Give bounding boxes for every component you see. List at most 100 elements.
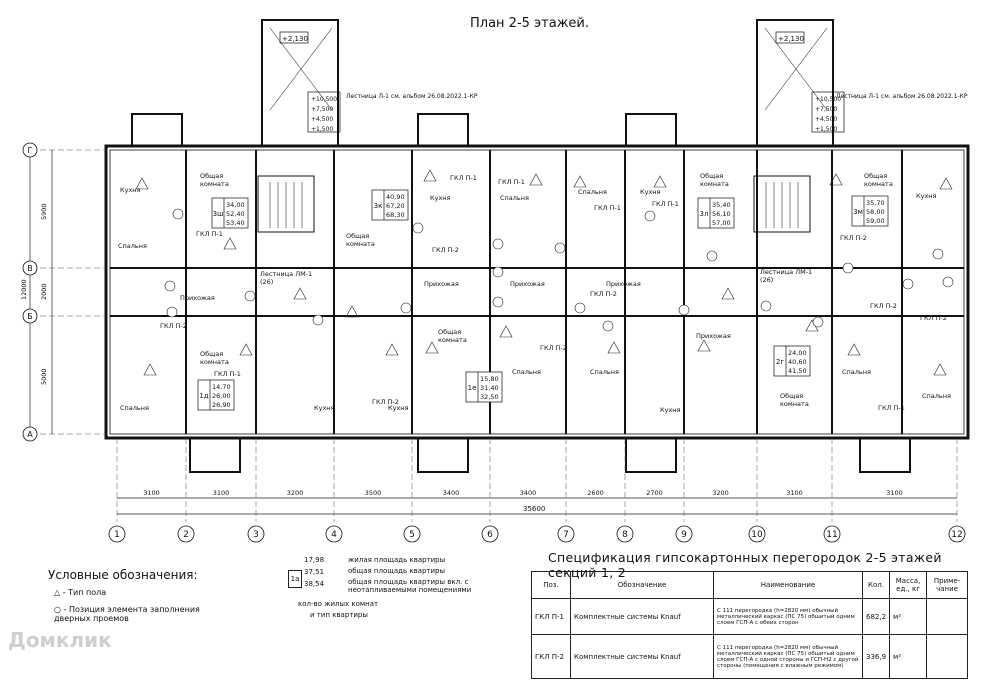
level-left-1: +10,500 [311,96,337,103]
svg-text:40,60: 40,60 [788,358,807,366]
level-right-3: +4,500 [815,116,837,123]
level-left-4: +1,500 [311,126,333,133]
room-label: ГКЛ П-1 [214,370,241,378]
spec-table: Поз. Обозначение Наименование Кол. Масса… [531,571,969,679]
legend-floor-type: △ - Тип пола [54,588,106,597]
svg-text:2г: 2г [776,358,784,366]
axis-bubble [108,525,126,543]
svg-text:ГКЛ П-1: ГКЛ П-1 [652,200,679,208]
axis-bubble [403,525,421,543]
watermark: Домклик [8,628,112,652]
svg-text:Прихожая: Прихожая [696,332,731,340]
door-position-marker [902,278,914,290]
door-position-marker [706,250,718,262]
axis-bubble [325,525,343,543]
room-label: Лестница ЛМ-1(26) [260,270,312,286]
floor-type-marker [607,341,621,354]
spec-name: С 111 перегородка (h=2820 мм) обычный ме… [713,598,863,635]
stair-note-left: Лестница Л-1 см. альбом 26.08.2022.1-КР [346,93,478,100]
flat-key-note-5: и тип квартиры [310,611,368,619]
floor-type-marker [653,175,667,188]
svg-text:67,20: 67,20 [386,202,405,210]
vdim-total: 12000 [20,279,28,300]
axis-letter: Г [28,146,33,155]
svg-text:комната: комната [346,240,375,248]
flat-key-note-4: кол-во жилых комнат [298,600,379,608]
svg-text:56,10: 56,10 [712,210,731,218]
door-position-marker [244,290,256,302]
svg-text:Общая: Общая [780,392,803,400]
level-left-3: +4,500 [311,116,333,123]
svg-text:(26): (26) [760,276,773,284]
room-label: Прихожая [696,332,731,340]
floor-type-marker [939,177,953,190]
plan-title: План 2-5 этажей. [470,16,590,31]
svg-text:ГКЛ П-1: ГКЛ П-1 [450,174,477,182]
spec-header-row: Поз. Обозначение Наименование Кол. Масса… [531,571,969,599]
svg-text:Прихожая: Прихожая [424,280,459,288]
axis-dimension: 3100 [143,489,160,497]
room-label: Кухня [660,406,681,414]
floor-type-marker [423,169,437,182]
room-label: ГКЛ П-1 [498,178,525,186]
room-label: ГКЛ П-1 [878,404,905,412]
svg-text:Лестница ЛМ-1: Лестница ЛМ-1 [760,268,812,276]
spec-code: Комплектные системы Knauf [570,598,714,635]
svg-text:32,50: 32,50 [480,393,499,401]
door-position-marker [678,304,690,316]
room-label: Спальня [590,368,619,376]
room-label: Спальня [118,242,147,250]
room-label: Кухня [640,188,661,196]
axis-letter: В [27,264,33,273]
room-label: ГКЛ П-2 [160,322,187,330]
svg-text:Кухня: Кухня [916,192,937,200]
level-right-1: +10,500 [815,96,841,103]
room-label: Спальня [512,368,541,376]
circle-icon: ○ [54,605,61,614]
door-position-marker [842,262,854,274]
room-label: Спальня [578,188,607,196]
svg-text:3л: 3л [700,210,709,218]
axis-number: 3 [253,530,259,540]
svg-text:Кухня: Кухня [660,406,681,414]
room-label: ГКЛ П-2 [870,302,897,310]
door-position-marker [400,302,412,314]
door-position-marker [644,210,656,222]
legend-position-text: - Позиция элемента заполнения дверных пр… [54,605,200,623]
spec-h-code: Обозначение [570,571,714,599]
room-label: Спальня [500,194,529,202]
door-position-marker [942,276,954,288]
axis-lines [40,149,106,435]
svg-text:Спальня: Спальня [512,368,541,376]
level-left-2: +7,500 [311,106,333,113]
floor-type-marker [721,287,735,300]
svg-text:34,00: 34,00 [226,201,245,209]
svg-text:Кухня: Кухня [640,188,661,196]
room-label: Спальня [842,368,871,376]
axis-dimension: 2600 [587,489,604,497]
svg-text:41,50: 41,50 [788,367,807,375]
svg-text:Спальня: Спальня [500,194,529,202]
svg-text:26,00: 26,00 [212,392,231,400]
axis-dimension: 3200 [712,489,729,497]
spec-h-note: Приме-чание [926,571,969,599]
axis-bubble [823,525,841,543]
axis-number: 4 [331,530,337,540]
svg-text:ГКЛ П-1: ГКЛ П-1 [214,370,241,378]
spec-note [926,634,969,679]
svg-text:ГКЛ П-2: ГКЛ П-2 [840,234,867,242]
room-label: ГКЛ П-2 [432,246,459,254]
floor-type-marker [143,363,157,376]
stair-treads [269,27,828,228]
room-label: Кухня [314,404,335,412]
axis-dimension: 3400 [520,489,537,497]
triangle-icon: △ [54,588,61,597]
svg-text:ГКЛ П-2: ГКЛ П-2 [590,290,617,298]
axis-number: 2 [183,530,189,540]
svg-text:ГКЛ П-2: ГКЛ П-2 [540,344,567,352]
